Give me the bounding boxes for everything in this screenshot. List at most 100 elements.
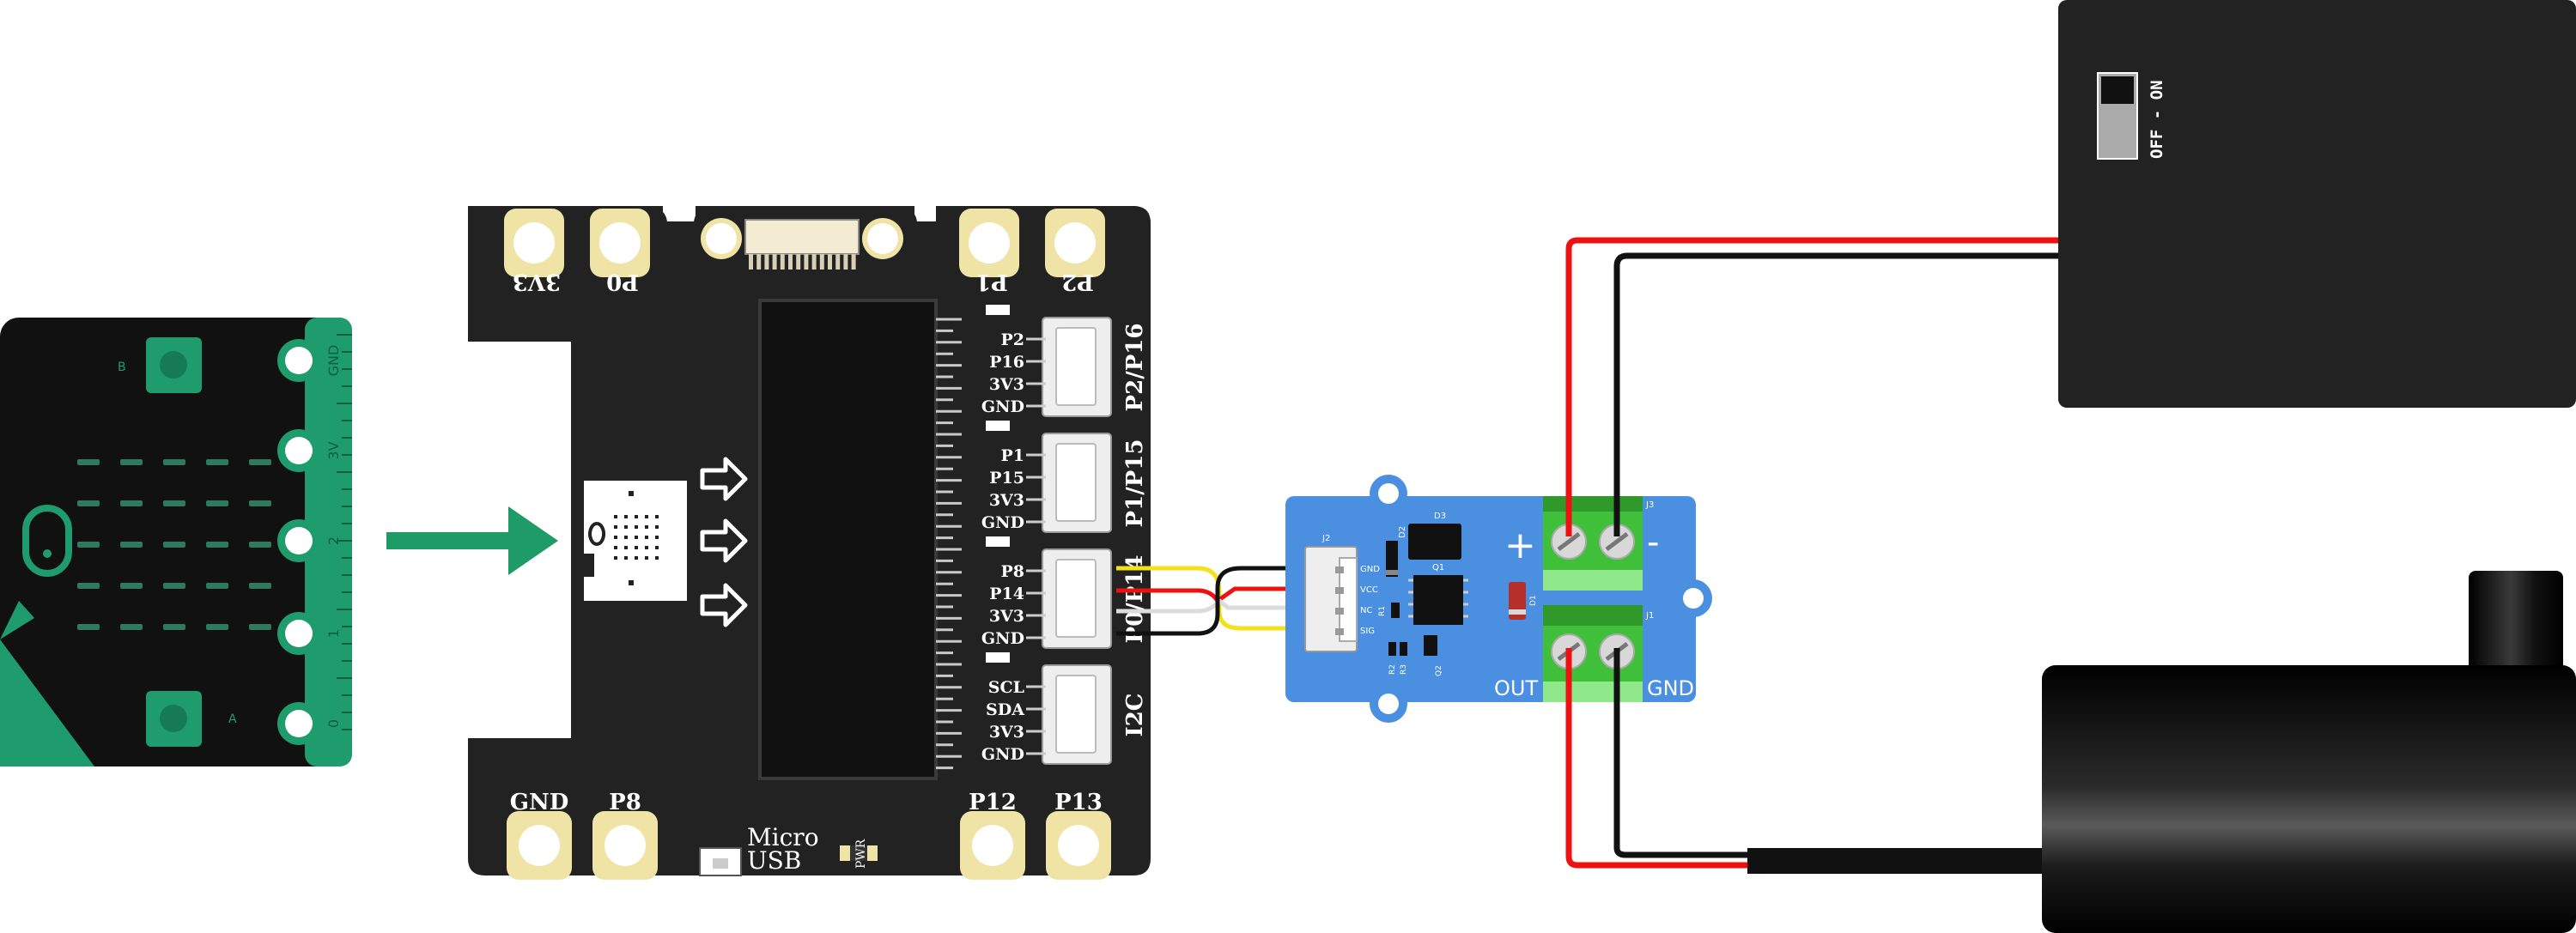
edge-pad-2 <box>277 519 320 562</box>
pad-p8 <box>592 811 658 880</box>
label-gnd: GND <box>1647 676 1694 700</box>
label-d3: D3 <box>1434 512 1446 521</box>
led <box>77 624 100 630</box>
led <box>120 624 143 630</box>
led <box>249 624 271 630</box>
led <box>120 583 143 589</box>
resistor-r1 <box>1391 603 1400 618</box>
edge-label-2: 2 <box>325 536 342 545</box>
wire-black <box>1116 566 1335 636</box>
label-r2: R2 <box>1388 664 1397 675</box>
microbit-board: GND 3V 2 1 0 B A <box>0 318 352 766</box>
button-b: B <box>118 337 202 393</box>
diode-d2 <box>1386 541 1398 577</box>
pad-p2 <box>1045 209 1105 277</box>
pad-label-p0: P0 <box>606 269 639 294</box>
led <box>206 624 228 630</box>
pad-label-3v3: 3V3 <box>513 269 561 294</box>
edge-ruler-ticks <box>337 334 352 730</box>
connector-pin-label: SDA <box>986 700 1024 719</box>
pad-label-p13: P13 <box>1054 790 1103 815</box>
signal-wires <box>1116 566 1335 636</box>
ribbon-tooth <box>764 254 769 270</box>
pad-label-gnd: GND <box>510 790 569 815</box>
button-a-label: A <box>228 712 237 726</box>
chip-q1 <box>1413 575 1463 625</box>
connector-pin-label: P15 <box>989 469 1024 488</box>
connector-pin-label: P2 <box>1000 330 1024 349</box>
button-a: A <box>146 691 237 747</box>
pad-label-p12: P12 <box>969 790 1017 815</box>
ribbon-tooth <box>804 254 809 270</box>
led <box>206 459 228 465</box>
ribbon-tooth <box>851 254 856 270</box>
led <box>249 583 271 589</box>
ribbon-tooth <box>835 254 841 270</box>
water-pump <box>2042 571 2576 933</box>
ribbon-tooth <box>749 254 753 270</box>
connector-name-label: P1/P15 <box>1122 439 1148 528</box>
pad-gnd <box>507 811 572 880</box>
microbit-insert-icon <box>584 481 687 601</box>
pump-wire-black <box>1613 648 1752 858</box>
ribbon-tooth <box>819 254 824 270</box>
corner-triangle <box>0 639 94 766</box>
pwr-label: PWR <box>854 839 868 869</box>
edge-label-1: 1 <box>325 629 342 638</box>
pump-cable <box>1747 848 2044 874</box>
resistor-r2 <box>1388 642 1396 656</box>
direction-arrows <box>700 457 748 627</box>
relay-module: J2 GND VCC NC SIG D2 D3 Q1 R1 R2 R3 Q2 D… <box>1285 475 1712 723</box>
ribbon-tooth <box>780 254 785 270</box>
led <box>249 542 271 548</box>
edge-label-3v: 3V <box>325 441 342 459</box>
pad-p13 <box>1046 811 1111 880</box>
connector-name-label: I2C <box>1122 694 1148 737</box>
edge-connector-slot <box>758 299 938 780</box>
battery-box: OFF - ON <box>2058 0 2576 408</box>
micro-usb-label-2: USB <box>747 846 801 875</box>
label-j3: J3 <box>1645 500 1654 510</box>
label-r3: R3 <box>1400 664 1408 675</box>
switch-label: OFF - ON <box>2148 80 2166 159</box>
pump-wire-red <box>1565 648 1752 869</box>
pwr-led: PWR <box>840 839 878 869</box>
led <box>249 459 271 465</box>
ribbon-tooth <box>772 254 777 270</box>
connector-pin-label: 3V3 <box>989 607 1024 626</box>
connector-pin-label: P14 <box>989 585 1024 603</box>
led <box>206 583 228 589</box>
ribbon-tooth <box>811 254 817 270</box>
ribbon-connector <box>701 218 903 270</box>
label-out: OUT <box>1494 676 1538 700</box>
led <box>120 542 143 548</box>
pad-p1 <box>959 209 1019 277</box>
micro-usb-label-1: Micro <box>747 823 819 851</box>
edge-pad-0 <box>277 702 320 745</box>
relay-pin-vcc: VCC <box>1360 585 1378 595</box>
power-wires <box>1565 237 2061 869</box>
edge-pad-gnd <box>277 339 320 382</box>
edge-label-0: 0 <box>325 719 342 728</box>
label-d2: D2 <box>1398 526 1407 538</box>
led <box>120 500 143 506</box>
relay-pin-nc: NC <box>1360 606 1372 615</box>
connector-pin-label: P16 <box>989 353 1024 372</box>
connector-pin-label: P1 <box>1000 446 1024 465</box>
connector-pin-label: 3V3 <box>989 375 1024 394</box>
led <box>163 583 185 589</box>
microbit-logo <box>22 505 72 577</box>
relay-pin-sig: SIG <box>1360 627 1375 636</box>
led <box>163 500 185 506</box>
relay-pin-gnd: GND <box>1360 565 1380 574</box>
ribbon-tooth <box>843 254 848 270</box>
connector-pin-label: SCL <box>988 678 1024 697</box>
ribbon-tooth <box>788 254 793 270</box>
edge-label-gnd: GND <box>325 345 342 377</box>
pad-label-p8: P8 <box>609 790 641 815</box>
button-b-label: B <box>118 360 126 374</box>
